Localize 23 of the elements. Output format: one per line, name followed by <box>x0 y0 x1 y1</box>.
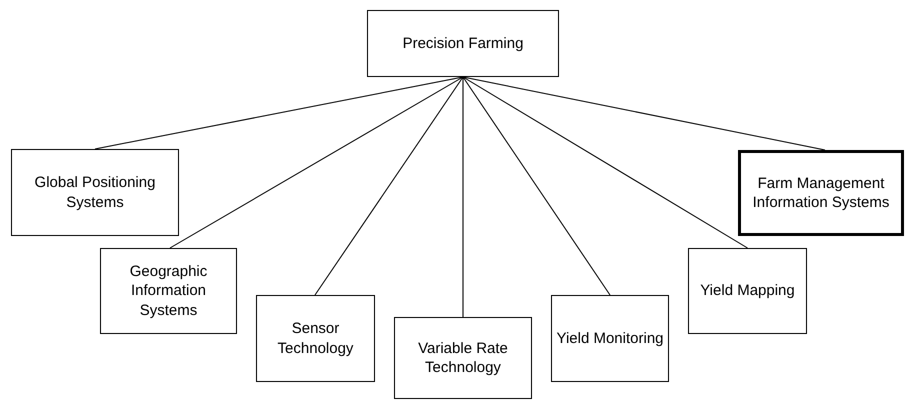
topic-box <box>688 248 807 334</box>
connector-line <box>170 76 464 248</box>
connector-line <box>314 76 464 296</box>
topic-box <box>11 149 179 236</box>
connector-line <box>462 76 464 318</box>
topic-box <box>100 248 237 334</box>
topic-box <box>738 150 904 236</box>
box-label: Yield Monitoring <box>556 328 664 348</box>
connector-line <box>462 76 826 150</box>
connector-line <box>94 76 464 150</box>
box-label: Geographic Information Systems <box>128 262 208 320</box>
topic-box <box>551 295 669 382</box>
box-label: Variable Rate Technology <box>417 338 509 378</box>
box-label: Farm Management Information Systems <box>752 174 890 212</box>
box-label: Sensor Technology <box>276 319 354 358</box>
box-label: Yield Mapping <box>700 281 795 301</box>
topic-box <box>394 317 532 399</box>
topic-box <box>367 10 559 77</box>
box-label: Global Positioning Systems <box>34 173 156 212</box>
connector-line <box>462 76 610 296</box>
box-label: Precision Farming <box>402 34 524 54</box>
connector-line <box>462 76 748 248</box>
topic-box <box>256 295 375 382</box>
